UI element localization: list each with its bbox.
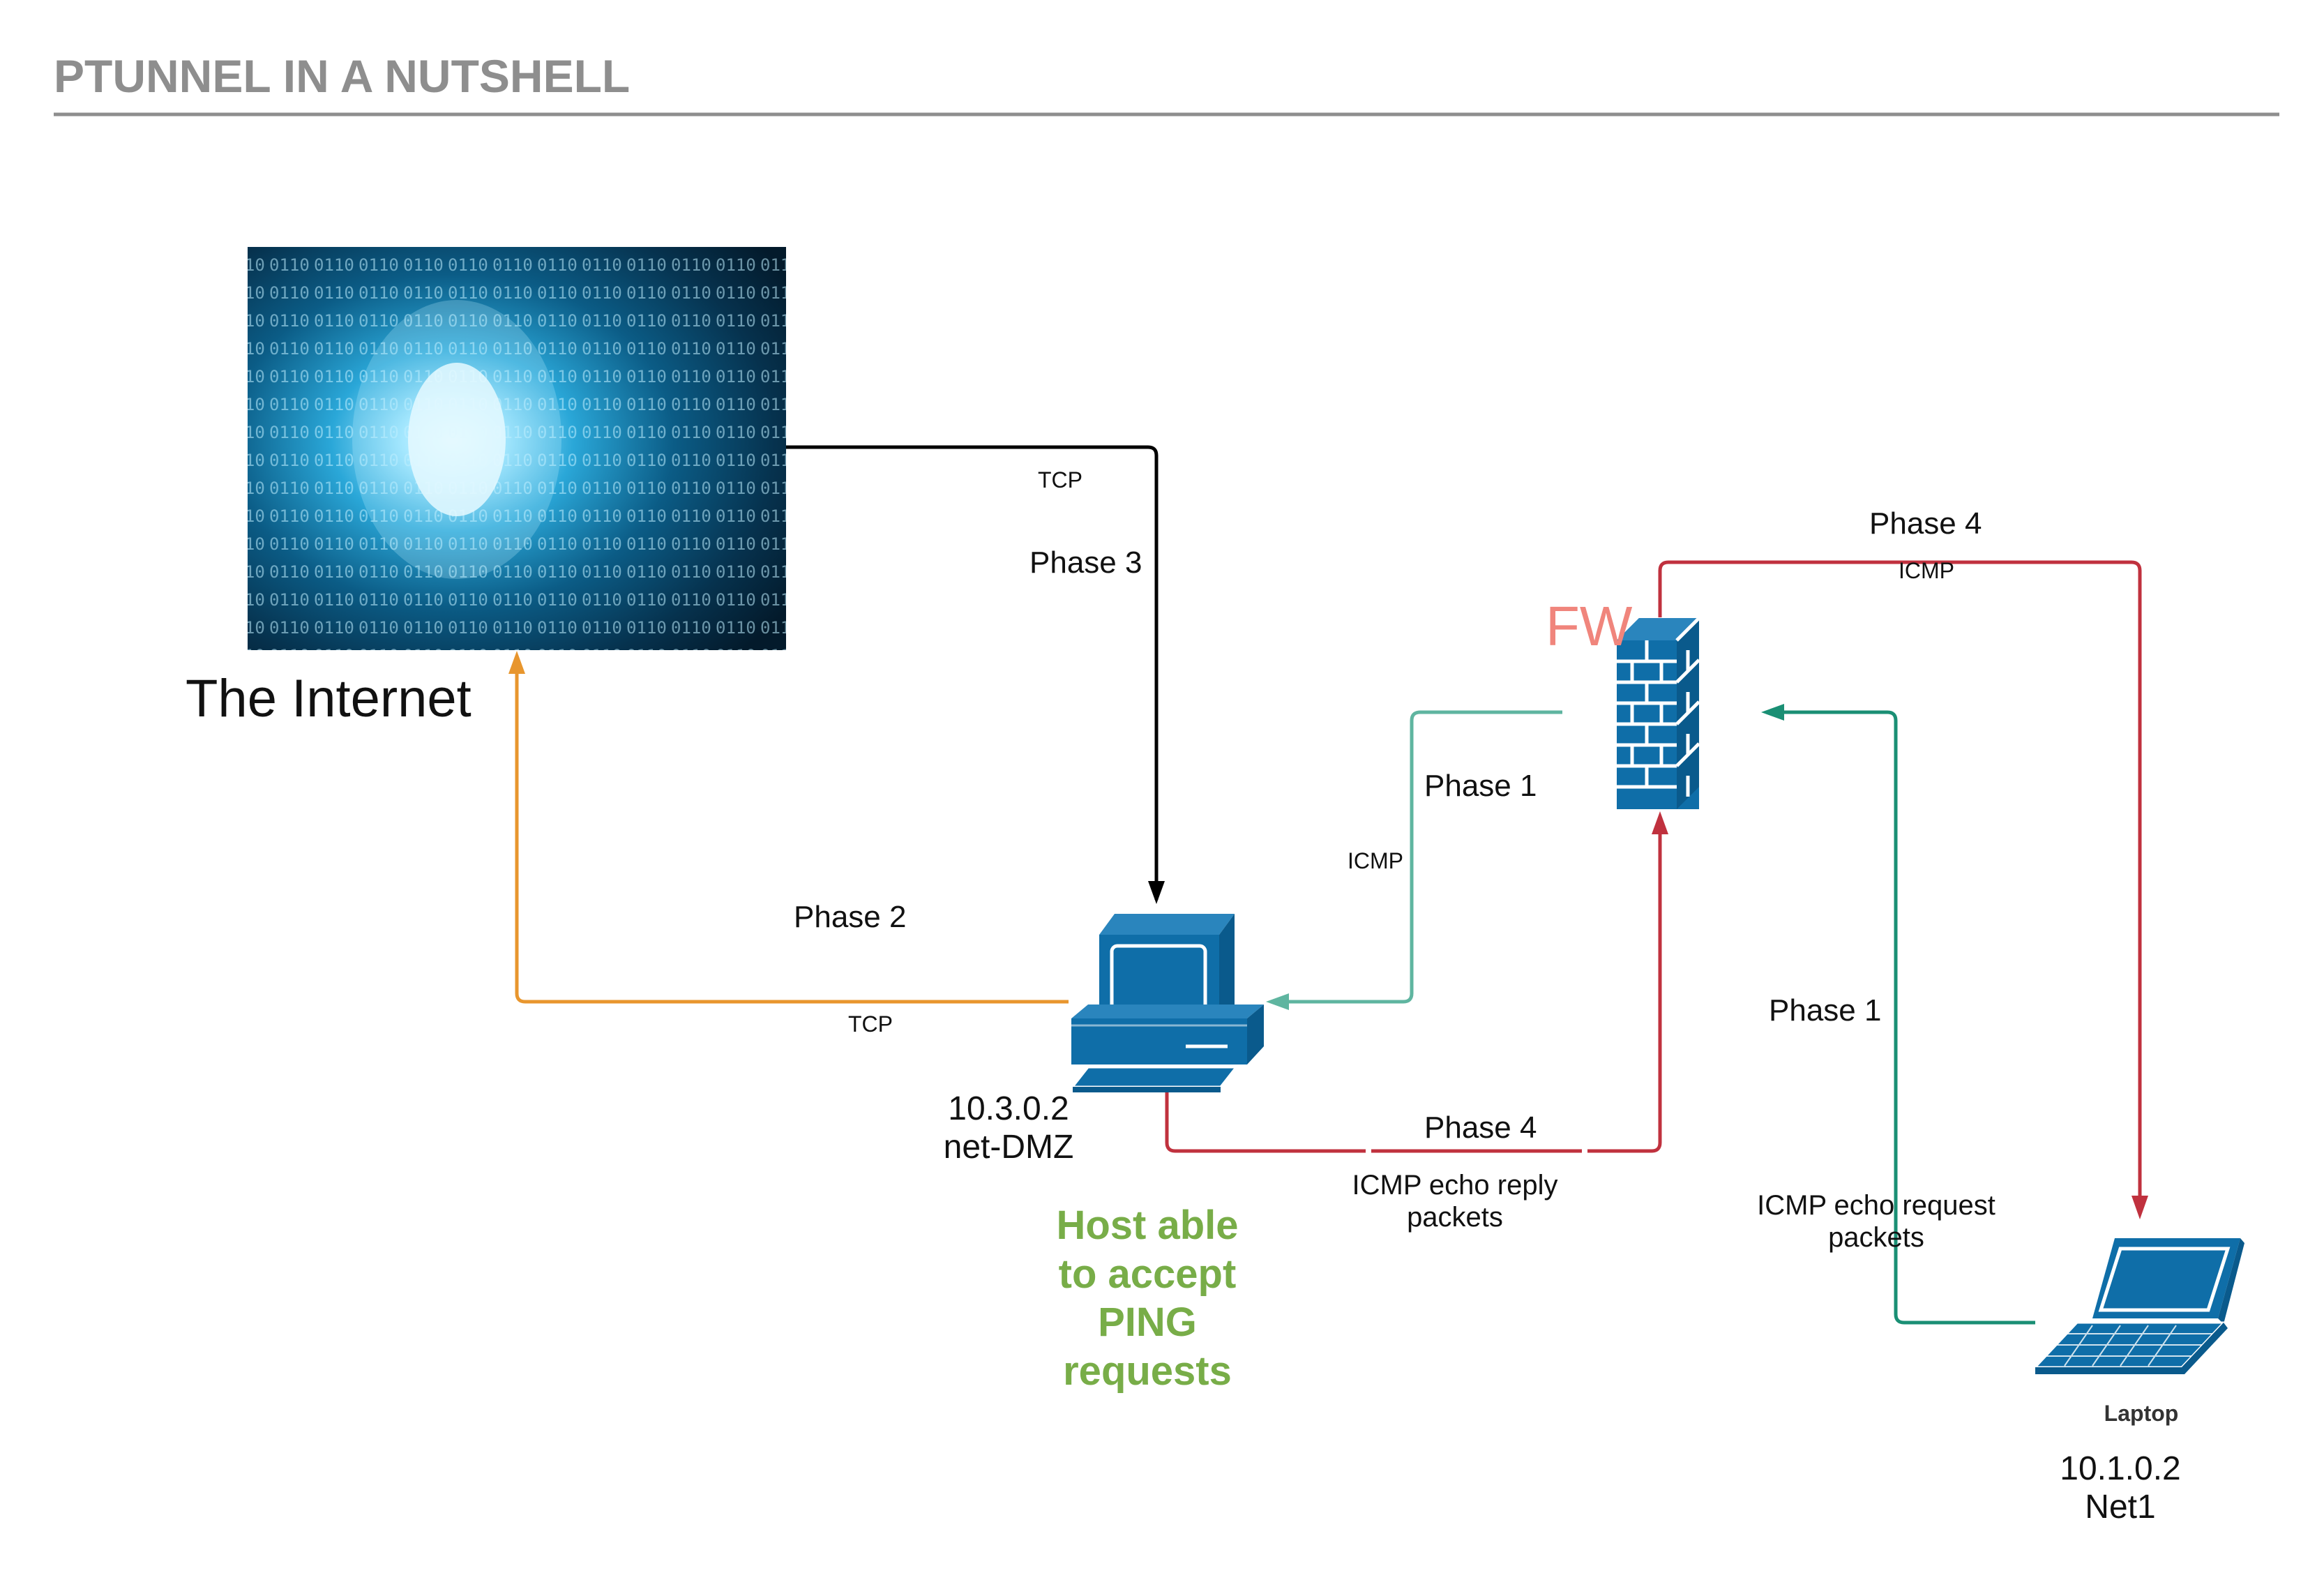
phase4-host-to-fw-arrowhead bbox=[1652, 811, 1668, 834]
phase1-laptop-protocol-label: ICMP echo request packets bbox=[1737, 1189, 2016, 1254]
phase2-protocol-label: TCP bbox=[848, 1011, 893, 1037]
phase4-fw-to-laptop-arrowhead bbox=[2131, 1196, 2148, 1219]
phase1-fw-to-host-arrowhead bbox=[1266, 993, 1289, 1010]
phase3-protocol-label: TCP bbox=[1038, 467, 1082, 492]
phase3-label: Phase 3 bbox=[1029, 546, 1142, 580]
phase4-fw-label: Phase 4 bbox=[1869, 506, 1982, 541]
host-note-line2: to accept bbox=[1058, 1251, 1237, 1297]
phase1-laptop-protocol-line2: packets bbox=[1828, 1222, 1924, 1253]
phase4-host-label: Phase 4 bbox=[1424, 1111, 1537, 1145]
dmz-host-address: 10.3.0.2 net-DMZ bbox=[904, 1090, 1113, 1166]
host-note-line4: requests bbox=[1063, 1348, 1232, 1394]
host-note-line3: PING bbox=[1098, 1300, 1197, 1346]
firewall-label: FW bbox=[1546, 595, 1633, 657]
phase3-tcp-arrow bbox=[786, 445, 1159, 900]
dmz-host-ip: 10.3.0.2 bbox=[948, 1090, 1069, 1127]
laptop-label: Laptop bbox=[2104, 1401, 2179, 1426]
page-title: PTUNNEL IN A NUTSHELL bbox=[54, 50, 631, 102]
laptop-address: 10.1.0.2 Net1 bbox=[2016, 1450, 2225, 1526]
phase1-laptop-protocol-line1: ICMP echo request bbox=[1757, 1190, 1995, 1221]
firewall-brick-icon bbox=[1617, 617, 1700, 809]
host-note: Host able to accept PING requests bbox=[1011, 1201, 1283, 1395]
phase1-fw-label: Phase 1 bbox=[1424, 769, 1537, 803]
phase1-laptop-to-fw-arrow bbox=[1772, 710, 2035, 1325]
desktop-computer-icon bbox=[1070, 914, 1264, 1092]
phase1-fw-protocol-label: ICMP bbox=[1348, 848, 1403, 873]
laptop-icon bbox=[2032, 1238, 2244, 1374]
phase4-fw-protocol-label: ICMP bbox=[1899, 558, 1954, 583]
phase4-host-protocol-label: ICMP echo reply packets bbox=[1315, 1169, 1594, 1233]
phase2-tcp-arrow bbox=[515, 663, 1069, 1004]
phase2-arrowhead bbox=[508, 651, 525, 674]
phase3-arrowhead bbox=[1148, 881, 1165, 904]
phase4-fw-to-laptop-arrow bbox=[1658, 560, 2142, 1207]
phase1-fw-to-host-arrow bbox=[1276, 710, 1562, 1004]
dmz-host-net: net-DMZ bbox=[943, 1129, 1074, 1166]
phase1-laptop-to-fw-arrowhead bbox=[1761, 704, 1784, 721]
laptop-ip: 10.1.0.2 bbox=[2060, 1450, 2181, 1487]
phase1-laptop-label: Phase 1 bbox=[1769, 993, 1882, 1028]
internet-image bbox=[248, 247, 786, 650]
laptop-net: Net1 bbox=[2085, 1489, 2156, 1526]
host-note-line1: Host able bbox=[1056, 1203, 1239, 1248]
phase4-host-protocol-line2: packets bbox=[1407, 1202, 1503, 1233]
phase4-host-to-fw-arrow bbox=[1165, 823, 1662, 1153]
internet-label: The Internet bbox=[186, 669, 471, 728]
phase4-host-protocol-line1: ICMP echo reply bbox=[1352, 1170, 1558, 1201]
phase2-label: Phase 2 bbox=[794, 900, 907, 934]
